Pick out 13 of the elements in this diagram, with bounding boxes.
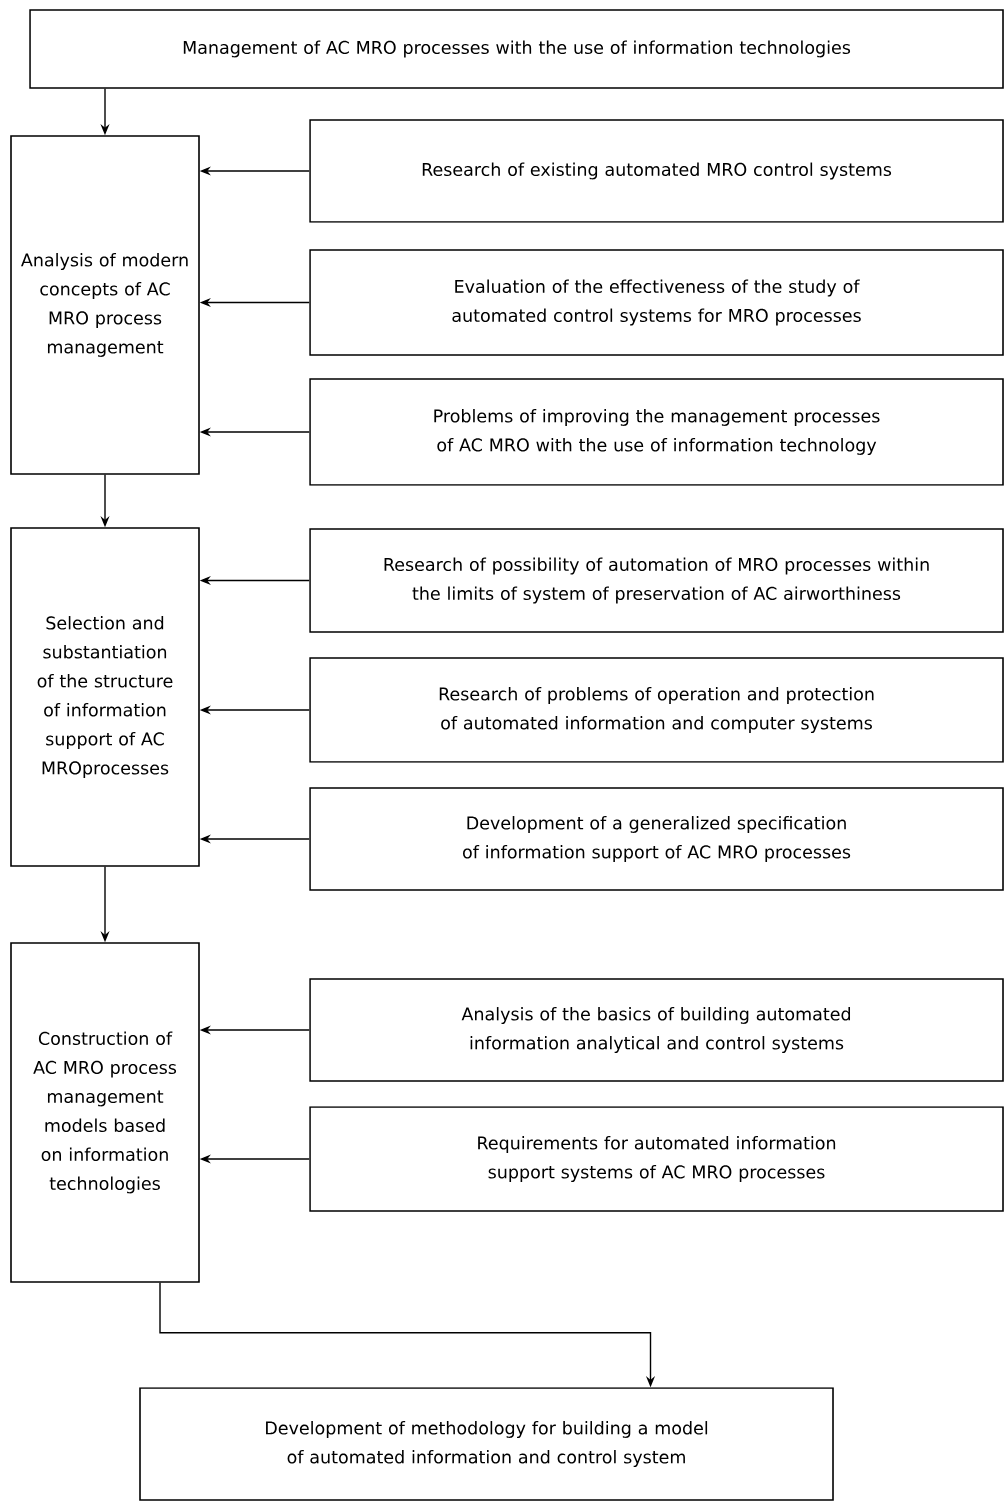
process-box: Analysis of modern concepts of AC MRO process management — [10, 135, 200, 475]
process-box: Construction of AC MRO process management models based on information technologies — [10, 942, 200, 1283]
process-box: Requirements for automated information support systems of AC MRO processes — [309, 1106, 1004, 1212]
process-box: Problems of improving the management processes of AC MRO with the use of information technology — [309, 378, 1004, 486]
process-box: Research of possibility of automation of MRO processes within the limits of system of preservation of AC airworthiness — [309, 528, 1004, 633]
process-box: Development of a generalized specification of information support of AC MRO processes — [309, 787, 1004, 891]
process-box: Management of AC MRO processes with the use of information technologies — [29, 9, 1004, 89]
process-box: Development of methodology for building a model of automated information and control system — [139, 1387, 834, 1501]
process-box: Research of problems of operation and protection of automated information and computer systems — [309, 657, 1004, 763]
process-box: Research of existing automated MRO control systems — [309, 119, 1004, 223]
process-box: Analysis of the basics of building automated information analytical and control systems — [309, 978, 1004, 1082]
process-box: Selection and substantiation of the structure of information support of AC MROprocesses — [10, 527, 200, 867]
process-box: Evaluation of the effectiveness of the study of automated control systems for MRO processes — [309, 249, 1004, 356]
